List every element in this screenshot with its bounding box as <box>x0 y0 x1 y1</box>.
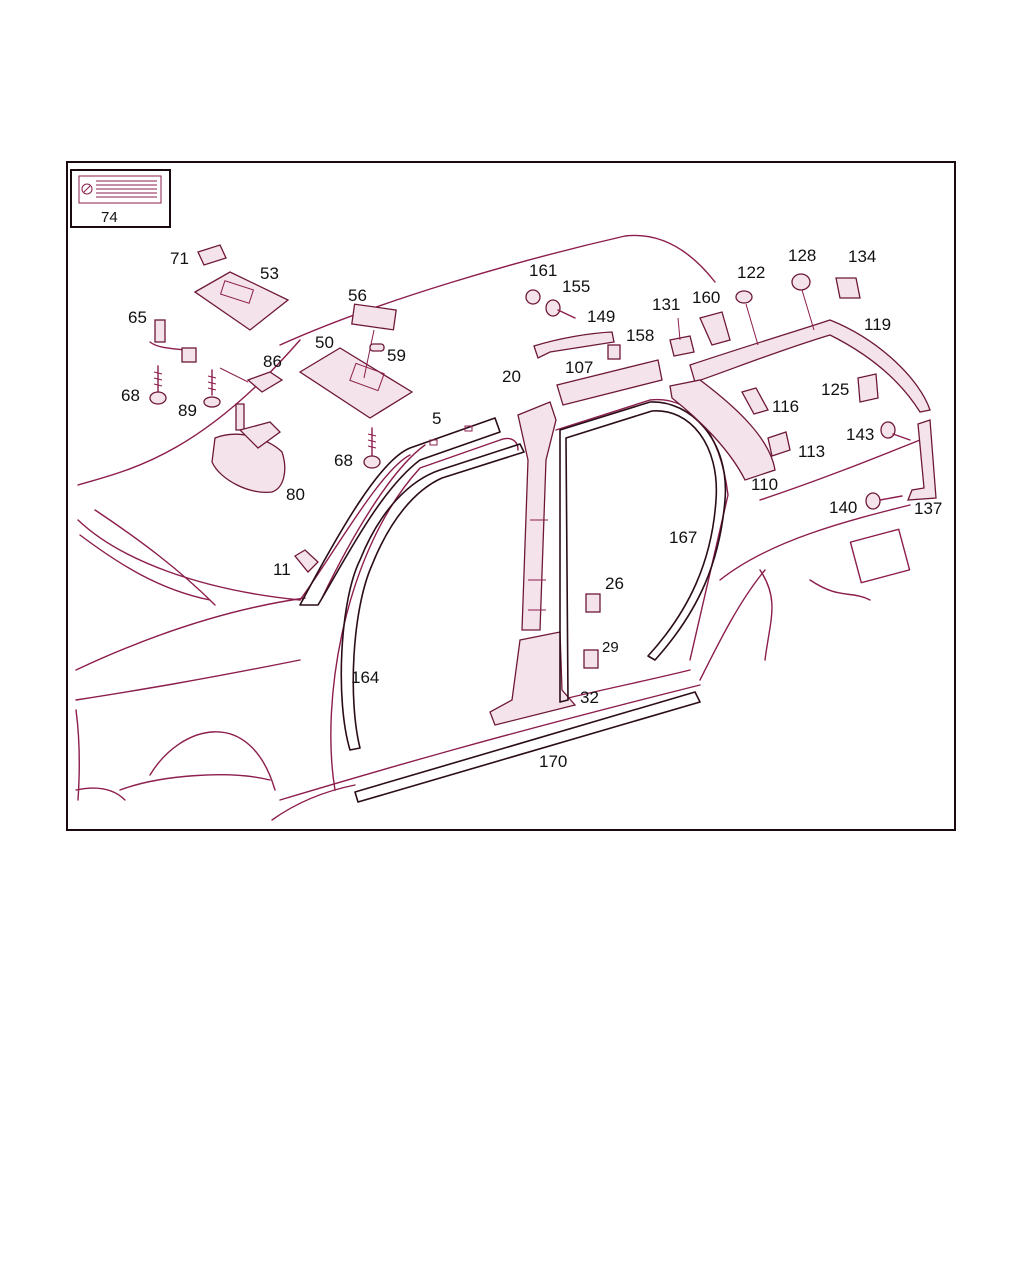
callout-137: 137 <box>914 499 942 518</box>
callout-119: 119 <box>864 315 891 334</box>
rear-pillar-strip <box>907 419 937 501</box>
callout-140: 140 <box>829 498 857 517</box>
sun-visor-front <box>298 347 414 419</box>
screw-140 <box>865 492 903 510</box>
callout-29: 29 <box>602 639 619 656</box>
callout-110: 110 <box>751 475 778 494</box>
b-pillar-trim-lower <box>489 631 577 726</box>
callout-170: 170 <box>539 752 567 771</box>
front-door-seal <box>340 443 525 751</box>
clip-128 <box>791 273 815 331</box>
rear-door-seal <box>559 401 727 703</box>
callout-5: 5 <box>432 409 441 428</box>
vanity-mirror-plate <box>351 303 397 331</box>
callout-134: 134 <box>848 247 876 266</box>
clip-125 <box>857 373 879 403</box>
a-pillar-trim <box>299 417 501 606</box>
clip-158 <box>607 344 621 360</box>
callout-68-right: 68 <box>334 451 353 470</box>
callout-155: 155 <box>562 277 590 296</box>
bulb <box>369 343 385 352</box>
callout-65: 65 <box>128 308 147 327</box>
clip-160 <box>699 311 731 346</box>
cable-harness <box>149 319 197 363</box>
callout-53: 53 <box>260 264 279 283</box>
callout-149: 149 <box>587 307 615 326</box>
sun-visor-rear <box>193 271 290 331</box>
legend-label-icon <box>78 175 162 204</box>
callout-80: 80 <box>286 485 305 504</box>
grab-handle <box>533 331 615 359</box>
c-pillar-trim <box>669 379 776 481</box>
legend-box <box>70 169 171 228</box>
clip-29 <box>583 649 599 669</box>
callout-59: 59 <box>387 346 406 365</box>
screw-68-left <box>149 365 167 405</box>
clip-116 <box>741 387 769 415</box>
callout-122: 122 <box>737 263 765 282</box>
clip-71 <box>197 244 227 266</box>
grommet-161 <box>525 289 541 305</box>
callout-32: 32 <box>580 688 599 707</box>
callout-167: 167 <box>669 528 697 547</box>
callout-86: 86 <box>263 352 282 371</box>
callout-68-left: 68 <box>121 386 140 405</box>
callout-107: 107 <box>565 358 593 377</box>
leader-131 <box>677 317 681 341</box>
callout-26: 26 <box>605 574 624 593</box>
screw-68-right <box>363 427 381 469</box>
clip-134 <box>835 277 861 299</box>
rear-view-mirror <box>211 403 286 494</box>
screw-155 <box>545 299 576 319</box>
legend-number: 74 <box>101 209 118 226</box>
callout-56: 56 <box>348 286 367 305</box>
callout-161: 161 <box>529 261 557 280</box>
screw-89 <box>203 369 221 408</box>
roof-trim-strip <box>556 359 663 406</box>
leader-86 <box>219 367 249 383</box>
callout-71: 71 <box>170 249 189 268</box>
callout-20: 20 <box>502 367 521 386</box>
callout-128: 128 <box>788 246 816 265</box>
callout-113: 113 <box>798 442 825 461</box>
sill-strip <box>354 691 701 803</box>
b-pillar-trim-upper <box>517 401 557 631</box>
callout-116: 116 <box>772 397 799 416</box>
diagram-frame <box>66 161 956 831</box>
callout-89: 89 <box>178 401 197 420</box>
callout-50: 50 <box>315 333 334 352</box>
visor-holder <box>246 371 284 393</box>
clip-11 <box>294 549 319 573</box>
clip-113 <box>767 431 791 457</box>
clip-26 <box>585 593 601 613</box>
callout-164: 164 <box>351 668 379 687</box>
rear-roof-trim <box>689 319 931 413</box>
callout-131: 131 <box>652 295 680 314</box>
callout-143: 143 <box>846 425 874 444</box>
car-body-outline <box>75 234 921 821</box>
callout-160: 160 <box>692 288 720 307</box>
callout-125: 125 <box>821 380 849 399</box>
clip-131 <box>669 335 695 357</box>
callout-labels: 74 5 11 20 26 29 32 50 53 56 59 65 68 68… <box>101 209 942 771</box>
leader-56 <box>363 329 375 379</box>
plug-122 <box>735 290 759 346</box>
callout-11: 11 <box>273 560 291 579</box>
screw-143 <box>880 421 911 441</box>
callout-158: 158 <box>626 326 654 345</box>
